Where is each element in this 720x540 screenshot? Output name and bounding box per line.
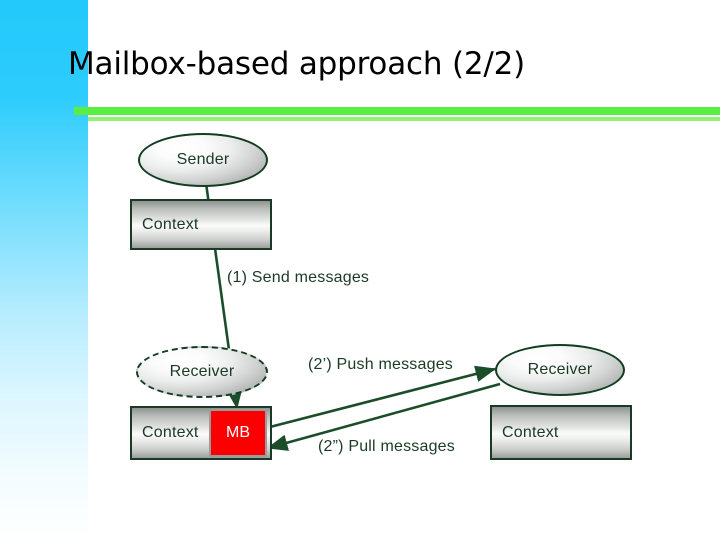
title-underline-thin bbox=[88, 117, 720, 121]
node-mailbox[interactable]: MB bbox=[209, 409, 267, 457]
connector-label-pull-messages: (2”) Pull messages bbox=[318, 438, 455, 455]
node-sender-label: Sender bbox=[176, 151, 230, 168]
node-sender-context[interactable]: Context bbox=[130, 199, 272, 250]
node-receiver-left[interactable]: Receiver bbox=[136, 346, 268, 398]
node-receiver-right-context[interactable]: Context bbox=[490, 405, 632, 460]
left-gradient-strip bbox=[0, 0, 88, 540]
node-receiver-left-label: Receiver bbox=[169, 363, 235, 380]
node-receiver-right[interactable]: Receiver bbox=[495, 344, 625, 396]
node-receiver-right-context-label: Context bbox=[502, 423, 559, 441]
node-sender[interactable]: Sender bbox=[138, 133, 268, 187]
node-sender-context-label: Context bbox=[142, 215, 199, 233]
node-receiver-right-label: Receiver bbox=[527, 361, 593, 378]
connector-label-send-messages: (1) Send messages bbox=[227, 269, 370, 286]
node-mailbox-label: MB bbox=[226, 424, 250, 441]
page-title: Mailbox-based approach (2/2) bbox=[68, 46, 526, 82]
connector-label-push-messages: (2’) Push messages bbox=[308, 356, 453, 373]
connector-push-messages bbox=[265, 365, 497, 430]
title-underline-thick bbox=[74, 107, 720, 115]
node-receiver-left-context-label: Context bbox=[142, 424, 199, 441]
